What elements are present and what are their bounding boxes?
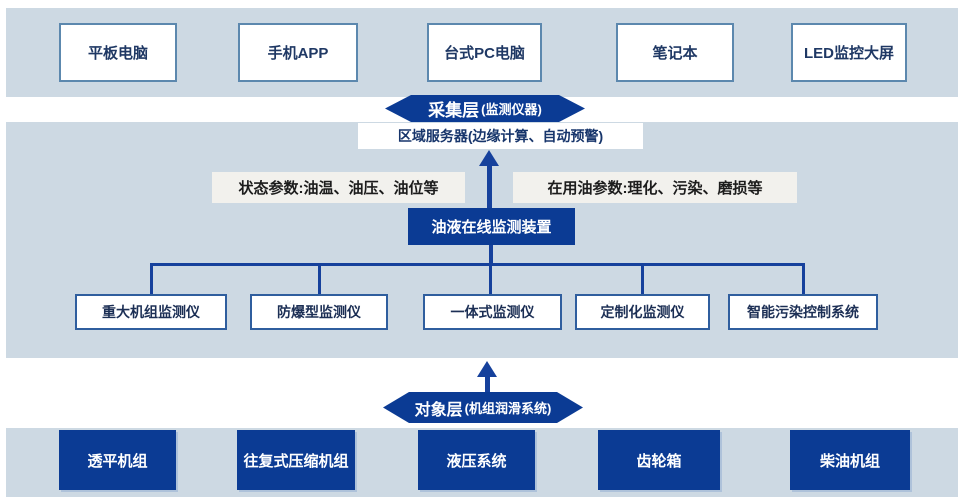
monitor-hub-box: 油液在线监测装置	[408, 208, 575, 245]
equipment-box-hydraulic-system: 液压系统	[418, 430, 535, 490]
monitor-label: 重大机组监测仪	[102, 304, 200, 320]
equipment-label: 液压系统	[446, 452, 507, 470]
device-label: 台式PC电脑	[444, 45, 525, 62]
equipment-label: 往复式压缩机组	[243, 452, 349, 470]
equipment-box-diesel-unit: 柴油机组	[790, 430, 910, 490]
object-layer-pill: 对象层(机组润滑系统)	[383, 392, 583, 423]
monitor-box-all-in-one: 一体式监测仪	[423, 294, 562, 330]
collection-layer-title: 采集层	[428, 101, 480, 120]
oil-params-text: 在用油参数:理化、污染、磨损等	[547, 180, 763, 197]
connector-horizontal	[150, 263, 805, 266]
device-label: 笔记本	[652, 45, 698, 62]
edge-server-label: 区域服务器(边缘计算、自动预警)	[358, 123, 643, 149]
up-arrow-icon	[477, 361, 497, 377]
device-box-tablet: 平板电脑	[59, 23, 177, 82]
monitor-label: 防爆型监测仪	[277, 304, 361, 320]
up-arrow-icon	[479, 150, 499, 166]
collection-layer-qualifier: (监测仪器)	[481, 102, 542, 117]
monitor-box-explosion-proof: 防爆型监测仪	[250, 294, 388, 330]
device-box-led-wall: LED监控大屏	[791, 23, 907, 82]
device-label: LED监控大屏	[803, 45, 894, 62]
device-label: 手机APP	[267, 45, 329, 62]
arrow-shaft	[485, 375, 490, 393]
monitor-hub-text: 油液在线监测装置	[431, 219, 552, 236]
monitor-label: 定制化监测仪	[600, 304, 685, 320]
oil-params-label: 在用油参数:理化、污染、磨损等	[513, 172, 797, 203]
device-label: 平板电脑	[87, 45, 148, 62]
device-box-desktop-pc: 台式PC电脑	[427, 23, 542, 82]
collection-layer-pill: 采集层(监测仪器)	[385, 95, 585, 122]
edge-server-text: 区域服务器(边缘计算、自动预警)	[397, 128, 604, 144]
connector-stub-2	[318, 263, 321, 295]
equipment-label: 透平机组	[87, 452, 148, 470]
monitor-box-major-unit: 重大机组监测仪	[75, 294, 227, 330]
monitor-box-customized: 定制化监测仪	[575, 294, 710, 330]
monitor-box-contamination-control: 智能污染控制系统	[728, 294, 878, 330]
equipment-box-turbine: 透平机组	[59, 430, 176, 490]
object-layer-qualifier: (机组润滑系统)	[464, 401, 552, 416]
device-box-phone-app: 手机APP	[238, 23, 358, 82]
object-layer-title: 对象层	[414, 401, 463, 419]
connector-stub-1	[150, 263, 153, 295]
monitor-label: 一体式监测仪	[450, 304, 535, 320]
equipment-label: 柴油机组	[819, 452, 880, 470]
arrow-shaft	[487, 164, 492, 208]
equipment-label: 齿轮箱	[636, 452, 682, 470]
monitor-label: 智能污染控制系统	[747, 304, 859, 320]
connector-stub-3	[489, 263, 492, 295]
status-params-text: 状态参数:油温、油压、油位等	[238, 180, 439, 197]
device-box-laptop: 笔记本	[616, 23, 734, 82]
equipment-box-gearbox: 齿轮箱	[598, 430, 720, 490]
connector-vertical-center	[489, 245, 493, 266]
status-params-label: 状态参数:油温、油压、油位等	[212, 172, 465, 203]
connector-stub-4	[641, 263, 644, 295]
equipment-box-reciprocating-compressor: 往复式压缩机组	[237, 430, 355, 490]
connector-stub-5	[802, 263, 805, 295]
